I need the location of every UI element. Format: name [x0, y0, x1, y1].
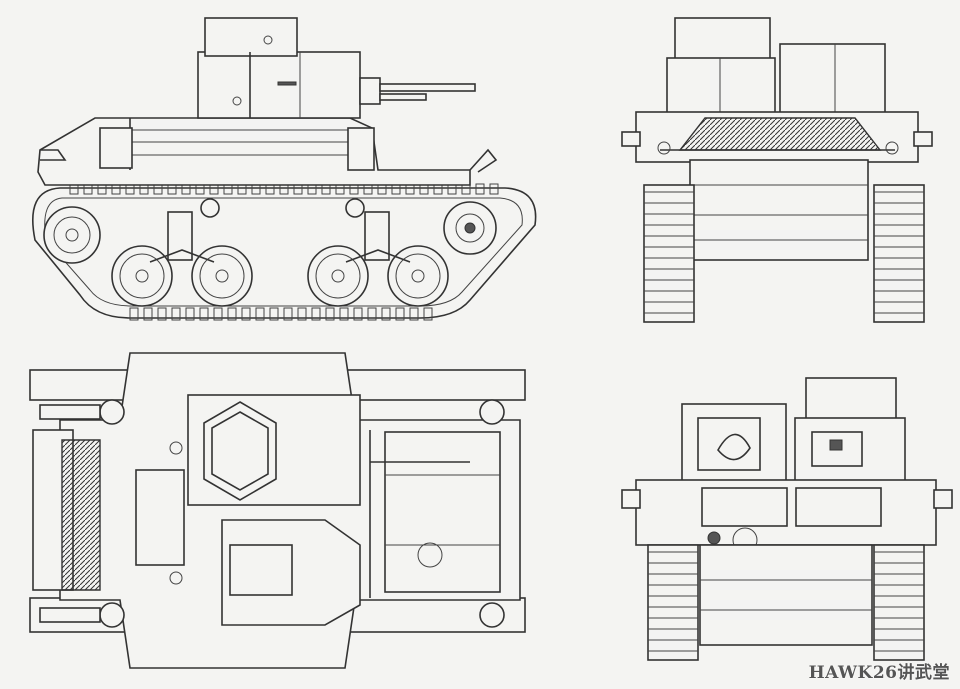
track-link: [325, 307, 335, 321]
track-link: [269, 307, 279, 321]
side-gun: [359, 77, 381, 105]
track-link: [185, 307, 195, 321]
rear-right-track: [873, 544, 925, 661]
rear-left-track: [647, 544, 699, 661]
track-link: [143, 307, 153, 321]
front-left-track: [643, 184, 695, 323]
track-link: [339, 307, 349, 321]
top-view: [29, 352, 526, 669]
track-link: [297, 307, 307, 321]
watermark: HAWK26讲武堂: [808, 663, 950, 683]
track-link: [241, 307, 251, 321]
track-link: [171, 307, 181, 321]
front-turret: [666, 57, 776, 115]
track-link: [199, 307, 209, 321]
track-link: [129, 307, 139, 321]
track-link: [409, 307, 419, 321]
track-link: [311, 307, 321, 321]
rear-view: [621, 377, 953, 661]
track-link: [395, 307, 405, 321]
front-view: [621, 17, 933, 323]
side-view: [31, 17, 537, 321]
track-link: [367, 307, 377, 321]
track-link: [489, 183, 499, 195]
track-link: [157, 307, 167, 321]
track-link: [283, 307, 293, 321]
track-link: [255, 307, 265, 321]
front-right-track: [873, 184, 925, 323]
track-link: [423, 307, 433, 321]
side-road-wheels: [43, 198, 497, 307]
track-link: [475, 183, 485, 195]
track-link: [353, 307, 363, 321]
top-hex-hatch: [211, 411, 269, 491]
track-link: [213, 307, 223, 321]
track-link: [227, 307, 237, 321]
track-link: [381, 307, 391, 321]
side-track-loop: [31, 187, 537, 319]
